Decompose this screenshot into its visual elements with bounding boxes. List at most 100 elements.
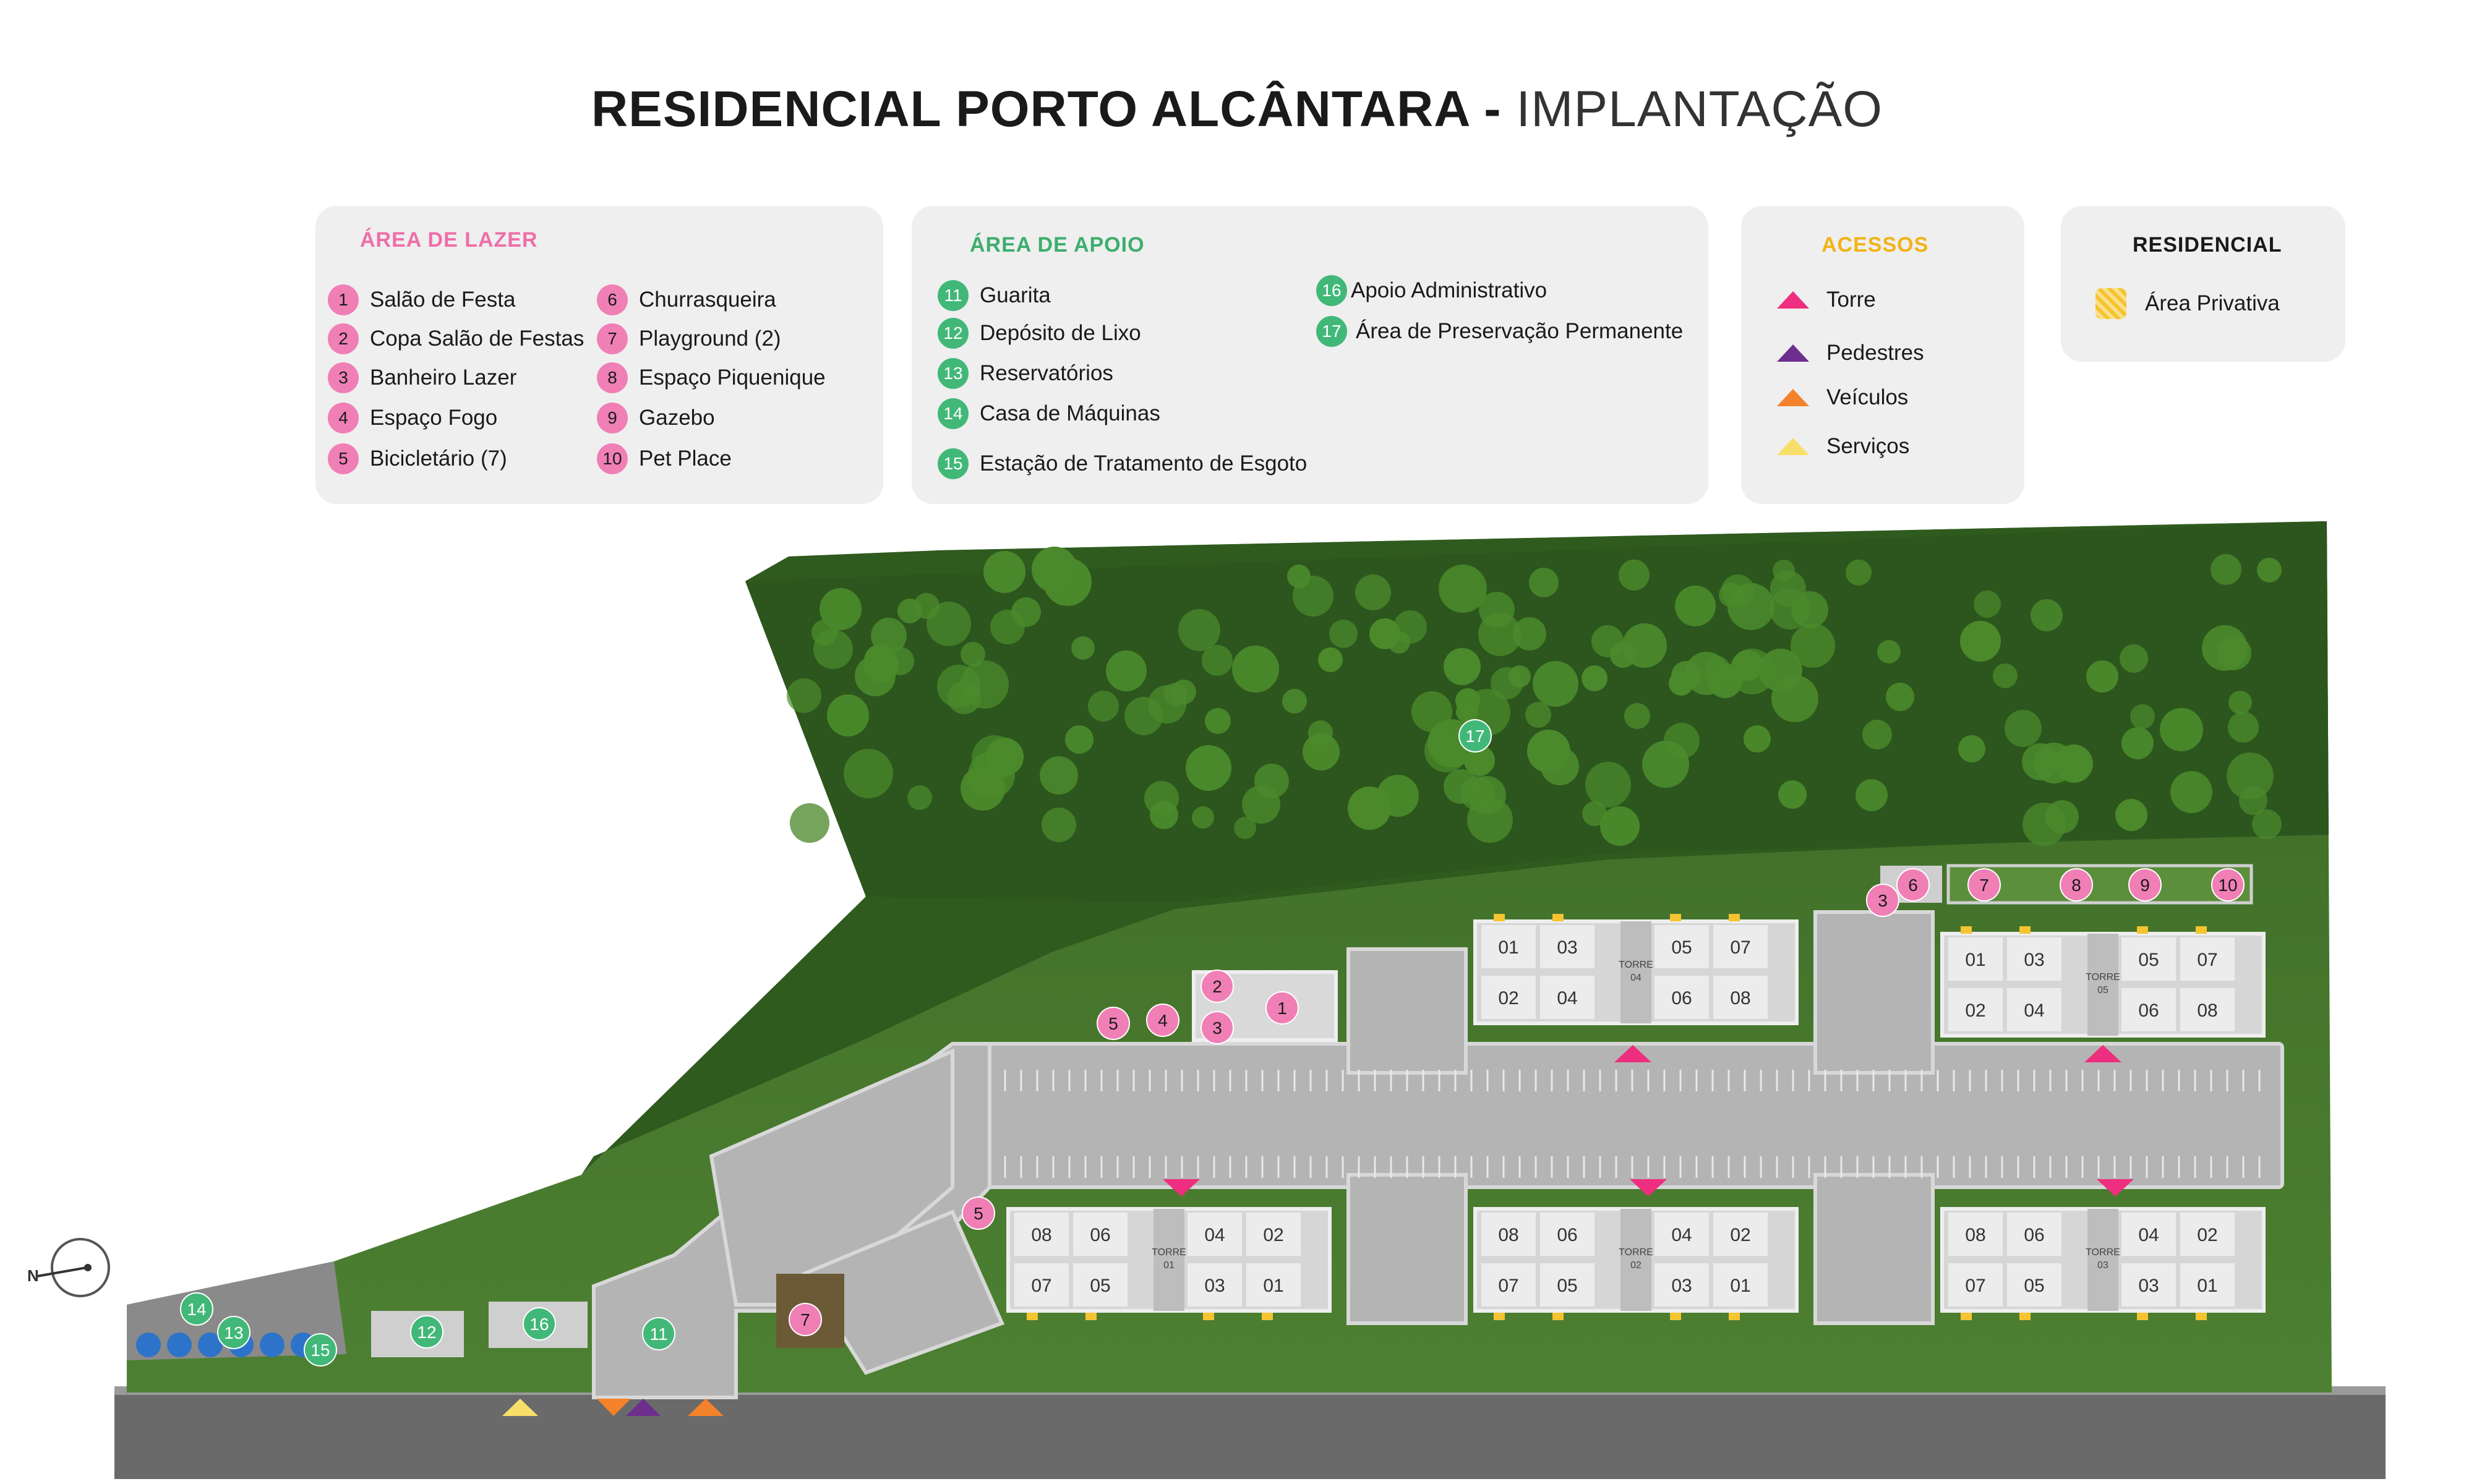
tree	[907, 785, 932, 810]
private-area-mark	[2137, 926, 2148, 934]
marker-8: 8	[2060, 868, 2093, 902]
access-torre-marker	[1614, 1045, 1651, 1062]
unit-label: 07	[2197, 950, 2217, 970]
triangle-icon	[1777, 344, 1809, 362]
marker-13: 13	[217, 1316, 250, 1349]
legend-label: Área Privativa	[2145, 291, 2280, 315]
tree	[871, 618, 907, 654]
unit	[2180, 1263, 2235, 1307]
tank	[260, 1333, 285, 1357]
unit	[1481, 925, 1536, 968]
tree	[1355, 574, 1391, 610]
tree	[2121, 727, 2154, 759]
unit-label: 06	[1557, 1225, 1577, 1245]
tree	[2211, 554, 2241, 585]
svg-text:3: 3	[1212, 1018, 1222, 1038]
svg-text:11: 11	[649, 1324, 667, 1344]
tree	[2228, 691, 2252, 714]
tree	[1619, 560, 1650, 591]
legend-label: Área de Preservação Permanente	[1356, 319, 1684, 343]
unit	[2121, 988, 2176, 1031]
page-title: RESIDENCIAL PORTO ALCÂNTARA - IMPLANTAÇÃ…	[0, 80, 2474, 139]
unit-label: 03	[1204, 1276, 1225, 1296]
tree	[1525, 702, 1551, 728]
legend-label: Pedestres	[1826, 341, 1924, 365]
svg-text:13: 13	[224, 1323, 243, 1342]
tower-number: 01	[1163, 1260, 1175, 1271]
unit-label: 08	[2197, 1000, 2217, 1021]
legend-label: Guarita	[980, 283, 1051, 307]
tree	[1533, 661, 1578, 707]
access-servicos: Serviços	[1777, 434, 1909, 459]
triangle-icon	[1777, 291, 1809, 309]
unit	[2121, 1263, 2176, 1307]
unit-label: 05	[1671, 937, 1692, 958]
marker-badge: 2	[328, 323, 359, 354]
north-arrow-icon: N	[27, 1238, 110, 1297]
private-area-mark	[1961, 1313, 1972, 1320]
tree	[2252, 809, 2282, 839]
tree	[2130, 704, 2155, 729]
svg-text:1: 1	[1277, 999, 1287, 1018]
legend-label: Reservatórios	[980, 361, 1113, 385]
tree	[1770, 589, 1810, 629]
tree	[1178, 609, 1220, 651]
unit-label: 05	[2024, 1276, 2044, 1296]
unit	[2180, 937, 2235, 981]
unit-label: 01	[1730, 1276, 1750, 1296]
unit-label: 01	[2197, 1276, 2217, 1296]
marker-badge: 6	[597, 284, 628, 315]
legend-label: Torre	[1826, 288, 1876, 312]
unit	[1073, 1263, 1128, 1307]
tree	[927, 602, 971, 646]
unit-label: 04	[2024, 1000, 2044, 1021]
marker-badge: 8	[597, 362, 628, 393]
unit	[1948, 988, 2003, 1031]
marker-6: 6	[1896, 868, 1930, 902]
unit	[1073, 1213, 1128, 1256]
tree	[2170, 771, 2212, 813]
unit-label: 01	[1965, 950, 1985, 970]
tree	[1106, 650, 1147, 691]
tree	[1862, 720, 1892, 749]
tree	[1011, 597, 1041, 627]
marker-10: 10	[2211, 868, 2245, 902]
unit-label: 04	[1557, 988, 1577, 1009]
tree	[1293, 576, 1333, 616]
tree	[1329, 620, 1358, 648]
access-servicos-marker	[502, 1399, 538, 1416]
tree	[1778, 780, 1807, 809]
marker-7: 7	[1967, 868, 2001, 902]
tank	[167, 1333, 192, 1357]
legend-label: Depósito de Lixo	[980, 321, 1141, 345]
unit-label: 08	[1730, 988, 1750, 1009]
legend-label: Casa de Máquinas	[980, 401, 1160, 425]
tower-core	[1620, 1209, 1651, 1311]
private-area-mark	[1203, 1313, 1214, 1320]
svg-text:5: 5	[1108, 1014, 1118, 1033]
tree	[1773, 560, 1795, 582]
private-area-mark	[1670, 914, 1681, 921]
unit	[2007, 1213, 2061, 1256]
tree	[2239, 787, 2267, 815]
unit	[1713, 1263, 1768, 1307]
marker-5: 5	[1097, 1007, 1130, 1040]
access-torre-marker	[2084, 1045, 2121, 1062]
unit	[1654, 925, 1709, 968]
tree	[1202, 645, 1233, 676]
access-pedestres-marker	[626, 1399, 661, 1416]
unit	[1540, 1263, 1594, 1307]
unit-label: 07	[1031, 1276, 1051, 1296]
tree	[1582, 801, 1607, 826]
tower-core	[1620, 921, 1651, 1023]
tree	[1460, 776, 1495, 811]
tree	[961, 766, 1005, 811]
